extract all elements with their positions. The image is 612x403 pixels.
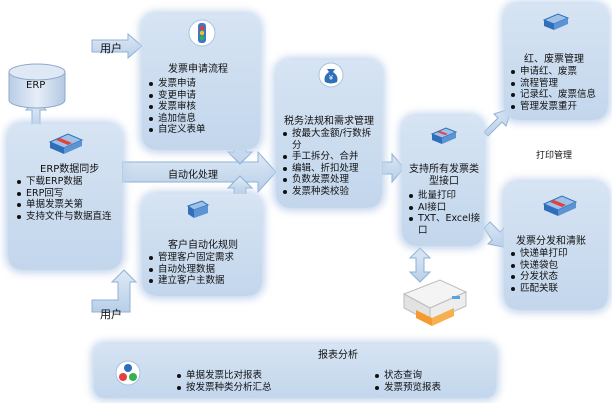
list-item: 状态查询 bbox=[374, 370, 441, 382]
list-item: 快递单打印 bbox=[510, 248, 606, 260]
list-item: AI接口 bbox=[408, 202, 482, 214]
list-item: 下载ERP数据 bbox=[16, 176, 116, 188]
list-item: 单据发票比对报表 bbox=[176, 370, 272, 382]
svg-text:¥: ¥ bbox=[329, 74, 334, 82]
customer-rules-list: 管理客户固定需求 自动处理数据 建立客户主数据 bbox=[148, 252, 234, 287]
list-item: 管理客户固定需求 bbox=[148, 252, 234, 264]
list-item: 记录红、废票信息 bbox=[510, 89, 606, 101]
database-icon bbox=[8, 63, 66, 109]
erp-sync-title: ERP数据同步 bbox=[40, 164, 100, 175]
list-item: 批量打印 bbox=[408, 190, 482, 202]
list-item: 变更申请 bbox=[148, 90, 206, 102]
list-item: 追加信息 bbox=[148, 113, 206, 125]
invoice-apply-list: 发票申请 变更申请 发票审核 追加信息 自定义表单 bbox=[148, 78, 206, 136]
report-box bbox=[94, 344, 496, 398]
list-item: 申请红、废票 bbox=[510, 66, 606, 78]
user-top-arrow bbox=[91, 32, 143, 60]
print-management-label: 打印管理 bbox=[536, 151, 573, 161]
cloud-server-icon bbox=[182, 198, 212, 227]
report-title: 报表分析 bbox=[318, 350, 358, 361]
tax-title: 税务法规和需求管理 bbox=[284, 116, 374, 127]
interface-title: 支持所有发票类型接口 bbox=[409, 164, 479, 187]
list-item: 按最大金额/行数拆分 bbox=[282, 128, 378, 151]
user-bottom-label: 用户 bbox=[100, 308, 122, 321]
document-server-icon bbox=[540, 8, 570, 37]
erp-label: ERP bbox=[26, 80, 46, 91]
list-item: TXT、Excel接口 bbox=[408, 213, 482, 236]
user-top-label: 用户 bbox=[100, 42, 122, 55]
user-bottom-arrow bbox=[91, 269, 138, 313]
list-item: 发票预览报表 bbox=[374, 382, 441, 394]
erp-database: ERP bbox=[6, 62, 68, 110]
traffic-light-icon bbox=[188, 19, 216, 50]
printer-icon bbox=[394, 270, 472, 331]
list-item: 管理发票重开 bbox=[510, 101, 606, 113]
report-circles-icon bbox=[114, 360, 142, 389]
auto-process-label: 自动化处理 bbox=[168, 170, 218, 181]
tax-list: 按最大金额/行数拆分 手工拆分、合并 编辑、折扣处理 负数发票处理 发票种类校验 bbox=[282, 128, 378, 198]
list-item: 手工拆分、合并 bbox=[282, 151, 378, 163]
sync-machine-icon bbox=[46, 128, 86, 161]
list-item: 快递袋包 bbox=[510, 260, 606, 272]
list-item: 发票种类校验 bbox=[282, 186, 378, 198]
tax-interface-arrow bbox=[381, 152, 405, 184]
list-item: 分发状态 bbox=[510, 271, 606, 283]
erp-sync-list: 下载ERP数据 ERP回写 单据发票关第 支持文件与数据直连 bbox=[16, 176, 116, 222]
printer-mini-icon bbox=[428, 122, 458, 151]
report-left-list: 单据发票比对报表 按发票种类分析汇总 bbox=[176, 370, 272, 393]
red-invoice-title: 红、废票管理 bbox=[524, 54, 584, 65]
interface-printer-arrow bbox=[408, 247, 432, 283]
customer-rules-title: 客户自动化规则 bbox=[168, 240, 238, 251]
list-item: 按发票种类分析汇总 bbox=[176, 382, 272, 394]
distribution-title: 发票分发和清账 bbox=[516, 236, 586, 247]
list-item: 匹配关联 bbox=[510, 283, 606, 295]
list-item: ERP回写 bbox=[16, 188, 116, 200]
list-item: 支持文件与数据直连 bbox=[16, 211, 116, 223]
money-bag-icon: ¥ bbox=[318, 62, 344, 91]
red-invoice-list: 申请红、废票 流程管理 记录红、废票信息 管理发票重开 bbox=[510, 66, 606, 112]
distribution-list: 快递单打印 快递袋包 分发状态 匹配关联 bbox=[510, 248, 606, 294]
list-item: 自动处理数据 bbox=[148, 264, 234, 276]
list-item: 流程管理 bbox=[510, 78, 606, 90]
delivery-machine-icon bbox=[540, 190, 580, 223]
list-item: 编辑、折扣处理 bbox=[282, 163, 378, 175]
interface-list: 批量打印 AI接口 TXT、Excel接口 bbox=[408, 190, 482, 236]
invoice-apply-title: 发票申请流程 bbox=[168, 64, 228, 75]
list-item: 发票申请 bbox=[148, 78, 206, 90]
report-right-list: 状态查询 发票预览报表 bbox=[374, 370, 441, 393]
list-item: 发票审核 bbox=[148, 101, 206, 113]
list-item: 负数发票处理 bbox=[282, 174, 378, 186]
list-item: 单据发票关第 bbox=[16, 199, 116, 211]
list-item: 自定义表单 bbox=[148, 124, 206, 136]
list-item: 建立客户主数据 bbox=[148, 275, 234, 287]
